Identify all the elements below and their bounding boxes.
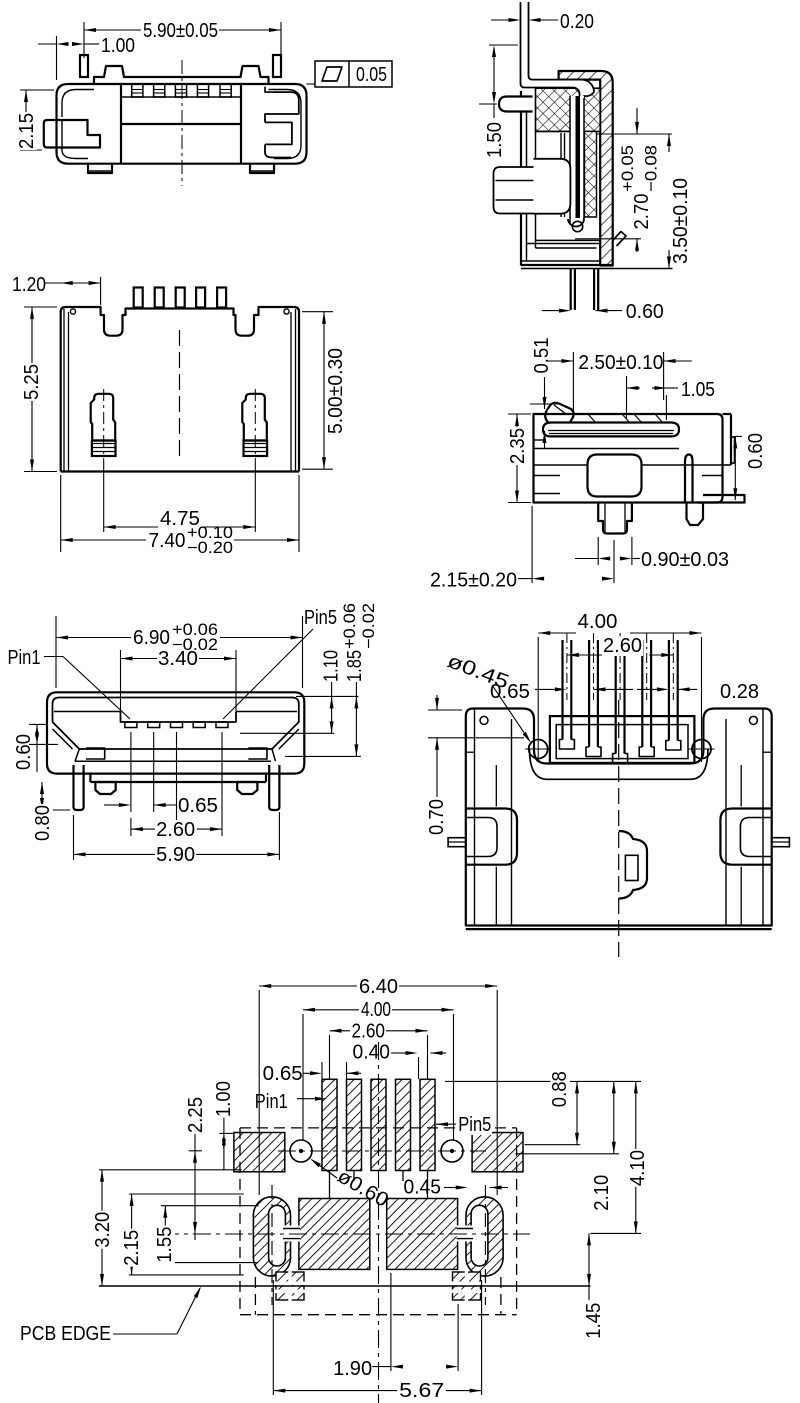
- svg-text:1.05: 1.05: [681, 379, 715, 401]
- svg-text:3.50±0.10: 3.50±0.10: [670, 178, 692, 264]
- svg-text:0.60: 0.60: [626, 301, 664, 323]
- svg-text:2.25: 2.25: [185, 1097, 207, 1133]
- svg-text:−0.02: −0.02: [360, 603, 378, 649]
- svg-text:0.90±0.03: 0.90±0.03: [641, 549, 729, 571]
- svg-text:0.45: 0.45: [404, 1176, 442, 1198]
- svg-text:1.90: 1.90: [333, 1358, 372, 1380]
- svg-text:1.20: 1.20: [12, 274, 46, 296]
- svg-text:2.60: 2.60: [352, 1021, 386, 1043]
- svg-text:0.60: 0.60: [745, 433, 767, 469]
- svg-text:1.85: 1.85: [344, 650, 366, 682]
- svg-text:0.51: 0.51: [531, 338, 553, 374]
- svg-text:−0.02: −0.02: [172, 636, 218, 654]
- svg-text:5.90: 5.90: [156, 844, 195, 866]
- svg-text:2.70: 2.70: [631, 194, 653, 230]
- svg-text:−0.08: −0.08: [643, 145, 661, 192]
- svg-text:0.20: 0.20: [560, 11, 594, 33]
- svg-text:0.40: 0.40: [353, 1042, 391, 1064]
- svg-text:0.80: 0.80: [32, 805, 54, 841]
- svg-text:PCB EDGE: PCB EDGE: [20, 1323, 111, 1345]
- svg-text:2.10: 2.10: [591, 1175, 613, 1211]
- svg-text:+0.05: +0.05: [619, 145, 637, 192]
- svg-text:0.65: 0.65: [178, 795, 218, 817]
- svg-text:1.55: 1.55: [154, 1227, 176, 1263]
- svg-text:1.45: 1.45: [583, 1303, 605, 1339]
- svg-text:4.75: 4.75: [160, 508, 200, 530]
- svg-text:+0.06: +0.06: [172, 621, 218, 639]
- svg-text:2.15: 2.15: [16, 113, 38, 149]
- svg-text:2.60: 2.60: [156, 819, 195, 841]
- svg-text:7.40: 7.40: [149, 530, 186, 552]
- svg-text:1.00: 1.00: [213, 1081, 235, 1117]
- svg-text:0.60: 0.60: [13, 734, 35, 770]
- svg-text:0.05: 0.05: [356, 64, 387, 86]
- svg-text:4.10: 4.10: [627, 1150, 649, 1186]
- svg-text:5.90±0.05: 5.90±0.05: [143, 20, 218, 42]
- svg-text:1.00: 1.00: [101, 35, 135, 57]
- svg-text:3.40: 3.40: [158, 648, 198, 670]
- svg-text:2.50±0.10: 2.50±0.10: [578, 352, 663, 374]
- svg-text:6.90: 6.90: [133, 627, 170, 649]
- svg-text:0.65: 0.65: [263, 1063, 303, 1085]
- svg-text:2.60: 2.60: [603, 635, 642, 657]
- svg-text:4.00: 4.00: [578, 611, 618, 633]
- svg-text:2.15±0.20: 2.15±0.20: [430, 570, 517, 592]
- svg-text:1.50: 1.50: [484, 122, 506, 158]
- svg-text:5.67: 5.67: [399, 1380, 444, 1402]
- svg-text:+0.10: +0.10: [187, 524, 233, 542]
- svg-text:0.70: 0.70: [426, 799, 448, 835]
- svg-text:Pin5: Pin5: [304, 607, 337, 629]
- svg-text:2.15: 2.15: [121, 1230, 143, 1266]
- svg-text:1.10: 1.10: [321, 650, 343, 682]
- svg-text:6.40: 6.40: [359, 976, 398, 998]
- svg-text:+0.06: +0.06: [341, 603, 359, 649]
- svg-text:5.25: 5.25: [21, 364, 43, 400]
- svg-text:Pin1: Pin1: [8, 647, 41, 669]
- svg-text:2.35: 2.35: [507, 428, 529, 464]
- svg-text:5.00±0.30: 5.00±0.30: [325, 348, 347, 434]
- svg-text:0.88: 0.88: [549, 1071, 571, 1107]
- svg-text:−0.20: −0.20: [187, 539, 233, 557]
- svg-text:3.20: 3.20: [92, 1212, 114, 1248]
- svg-text:Pin5: Pin5: [458, 1114, 491, 1136]
- svg-text:0.28: 0.28: [720, 681, 759, 703]
- svg-text:Pin1: Pin1: [255, 1091, 288, 1113]
- svg-text:4.00: 4.00: [361, 999, 391, 1021]
